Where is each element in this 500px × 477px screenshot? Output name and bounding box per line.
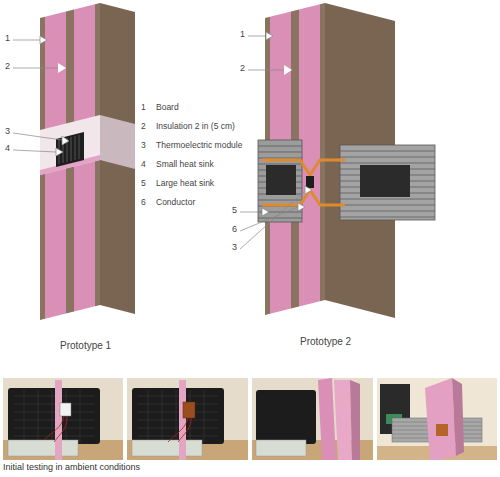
prototype-label: Prototype 1 (60, 340, 111, 351)
test-device (8, 388, 100, 444)
key-term: Large heat sink (156, 179, 214, 188)
insulation-board (334, 380, 352, 460)
leaders-1 (13, 36, 69, 156)
leaders-2 (240, 32, 312, 249)
control-panel (256, 440, 306, 456)
key-number: 4 (141, 160, 146, 169)
key-number: 5 (141, 179, 146, 188)
wall-gap-side (100, 115, 135, 169)
leader-line (248, 36, 266, 37)
leader-line (240, 207, 298, 231)
wire (168, 418, 191, 442)
conductor (262, 160, 345, 205)
callout-number: 1 (5, 34, 10, 44)
large-heat-sink (340, 145, 435, 220)
callout-number: 4 (5, 144, 10, 154)
insulation-side (452, 378, 464, 456)
photo-background (3, 378, 123, 460)
leader-line (13, 133, 62, 140)
control-panel (8, 440, 78, 456)
pointer-triangle (266, 32, 273, 40)
test-device (256, 390, 316, 444)
callout-number: 2 (5, 62, 10, 72)
fan-housing (266, 165, 296, 195)
photo-1 (3, 378, 123, 460)
key-term: Conductor (156, 198, 195, 207)
caption: Initial testing in ambient conditions (3, 463, 140, 473)
control-panel (132, 440, 202, 456)
key-number: 2 (141, 122, 146, 131)
callout-number: 1 (240, 30, 245, 40)
callout-number: 2 (240, 64, 245, 74)
key-term: Thermoelectric module (156, 141, 242, 150)
leader-line (248, 70, 284, 71)
heat-sink-fins (258, 146, 302, 218)
leader-line (240, 212, 262, 213)
pointer-triangle (58, 63, 66, 73)
leader-line (13, 150, 56, 152)
large-heat-sink (258, 140, 302, 222)
insulation-strip (179, 380, 186, 460)
photo-background (127, 378, 248, 460)
module (183, 402, 195, 418)
insulation-strip (55, 380, 62, 460)
module (60, 403, 71, 416)
key-number: 6 (141, 198, 146, 207)
wire (44, 416, 67, 442)
key-number: 1 (141, 103, 146, 112)
photo-3 (252, 378, 373, 460)
desk (127, 440, 248, 460)
leader-line (13, 68, 58, 69)
device-grid (138, 390, 218, 442)
pointer-triangle (262, 208, 269, 216)
heat-sink-fins (59, 135, 79, 164)
heat-sink-fins (392, 422, 482, 438)
heat-sink-fins (340, 151, 435, 217)
photo-4 (377, 378, 497, 460)
board-side (100, 3, 135, 314)
device-grid (14, 390, 94, 442)
pointer-triangle (305, 186, 312, 194)
callout-number: 6 (232, 225, 237, 235)
board-layer (320, 3, 325, 301)
pointer-triangle (56, 148, 63, 156)
prototype-2-heat-sinks (258, 140, 435, 222)
key-term: Insulation 2 in (5 cm) (156, 122, 235, 131)
photo-2 (127, 378, 248, 460)
conductor (436, 424, 448, 436)
thermoelectric-module (306, 176, 314, 188)
callout-number: 5 (232, 206, 237, 216)
pointer-triangle (284, 65, 292, 75)
test-device (132, 388, 224, 444)
thermoelectric-module (56, 132, 84, 167)
prototype-1-wall (40, 3, 135, 320)
insulation-board (318, 378, 336, 460)
fan-housing (360, 165, 410, 197)
callout-number: 3 (5, 127, 10, 137)
key-term: Small heat sink (156, 160, 214, 169)
insulation-side (350, 380, 360, 460)
key-number: 3 (141, 141, 146, 150)
key-term: Board (156, 103, 179, 112)
insulation-board (425, 378, 456, 460)
prototype-label: Prototype 2 (300, 336, 351, 347)
wall-gap (40, 115, 100, 175)
callout-number: 3 (232, 243, 237, 253)
pointer-triangle (40, 36, 47, 44)
leader-line (240, 190, 306, 249)
desk (3, 440, 123, 460)
pointer-triangle (62, 136, 69, 145)
leader-line (13, 40, 40, 41)
photo-background (252, 378, 373, 460)
pointer-triangle (298, 203, 305, 211)
